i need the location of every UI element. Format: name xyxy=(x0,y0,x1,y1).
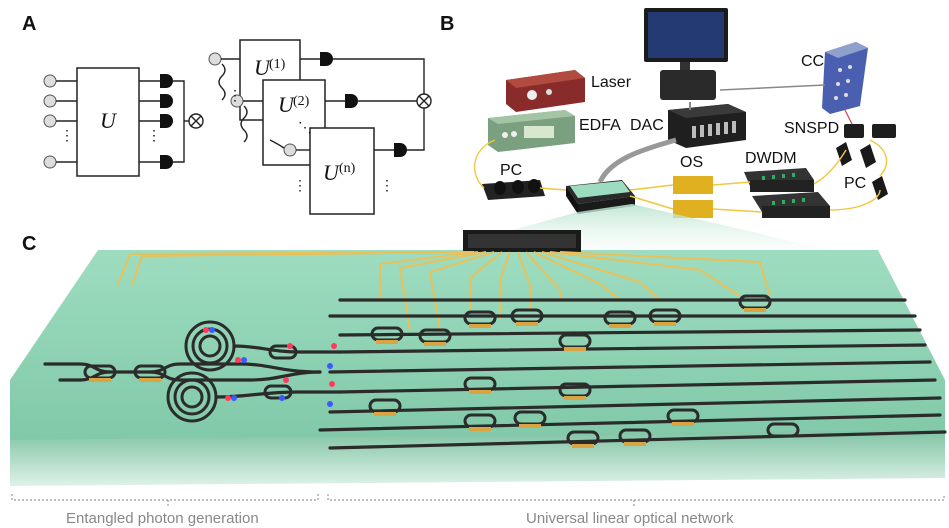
panel-b-label: B xyxy=(440,13,454,35)
unitary-circuit: U ⋮ ⋮ xyxy=(43,67,204,177)
laser-device: Laser xyxy=(506,70,632,112)
section-brackets xyxy=(11,494,945,506)
os-device: OS xyxy=(673,154,713,218)
pc-left-label: PC xyxy=(500,162,522,179)
unitary-label: U xyxy=(100,108,118,133)
panel-c-label: C xyxy=(22,233,36,255)
unitary-2-sup: (2) xyxy=(293,94,310,109)
unitary-n-box xyxy=(309,127,375,215)
cables xyxy=(473,84,888,213)
os-label: OS xyxy=(680,154,703,171)
cc-device: CC xyxy=(801,42,868,114)
caption-universal-linear-optical-network: Universal linear optical network xyxy=(526,510,734,527)
pc-left-device: PC xyxy=(482,162,545,200)
entangled-photons xyxy=(203,327,337,407)
computer-monitor xyxy=(644,8,728,100)
unitary-n-label: U xyxy=(323,160,341,185)
panel-a-label: A xyxy=(22,13,36,35)
panel-c: C xyxy=(10,204,947,527)
unitary-2-label: U xyxy=(278,92,296,117)
panel-b: B Laser EDFA xyxy=(440,8,896,218)
pc-right-label: PC xyxy=(844,175,866,192)
svg-text:⋱: ⋱ xyxy=(298,119,312,135)
snspd-label: SNSPD xyxy=(784,120,839,137)
dac-label: DAC xyxy=(630,117,664,134)
unitary-1-label: U xyxy=(254,55,272,80)
svg-text:⋮: ⋮ xyxy=(380,177,394,193)
laser-label: Laser xyxy=(591,74,632,91)
coincidence-node xyxy=(173,80,204,163)
chip-front-face xyxy=(10,430,945,486)
panel-a: A U ⋮ ⋮ xyxy=(22,13,432,215)
svg-text:⋮: ⋮ xyxy=(147,127,161,143)
detectors: ⋮ xyxy=(139,74,173,169)
dac-device: DAC xyxy=(630,104,746,148)
unitary-n-sup: (n) xyxy=(339,161,356,176)
dwdm-device: DWDM xyxy=(744,150,830,218)
cc-label: CC xyxy=(801,53,824,70)
svg-text:⋮: ⋮ xyxy=(293,177,307,193)
electrical-connector xyxy=(463,230,581,252)
cascaded-circuit: U (1) U (2) U (n) ⋮ ⋱ ⋮ ⋮ xyxy=(208,39,432,215)
dwdm-label: DWDM xyxy=(745,150,797,167)
svg-text:⋮: ⋮ xyxy=(60,127,74,143)
waveguide-network xyxy=(43,294,947,450)
edfa-device: EDFA xyxy=(488,110,621,152)
input-sources: ⋮ xyxy=(43,74,77,169)
chip-package xyxy=(566,180,635,214)
caption-entangled-photon-generation: Entangled photon generation xyxy=(66,510,259,527)
chip-top-surface xyxy=(10,250,945,468)
edfa-label: EDFA xyxy=(579,117,621,134)
snspd-device: SNSPD xyxy=(784,120,896,138)
unitary-box xyxy=(76,67,140,177)
svg-text:⋮: ⋮ xyxy=(228,87,242,103)
unitary-1-sup: (1) xyxy=(269,57,286,72)
